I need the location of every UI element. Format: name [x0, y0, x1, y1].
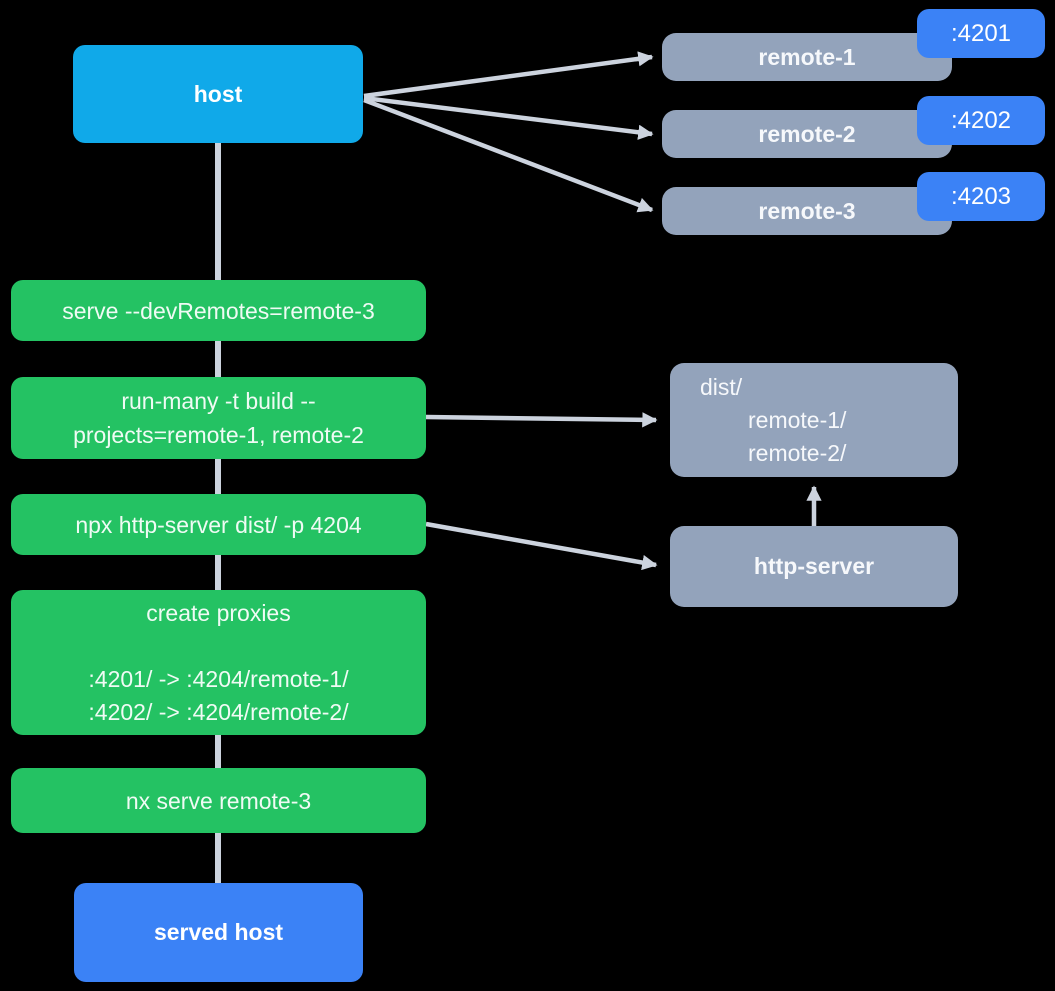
dist-root-label: dist/ [700, 373, 743, 400]
nx-serve-command-label: nx serve remote-3 [125, 787, 312, 814]
node-http-server: http-server [670, 526, 958, 607]
remote-2-row: remote-2 :4202 [662, 96, 1045, 158]
port-badge-4202: :4202 [917, 96, 1045, 145]
arrow-http-cmd-to-http-server [425, 521, 658, 571]
port-4202-label: :4202 [950, 106, 1012, 134]
step-run-many-build: run-many -t build -- projects=remote-1, … [11, 377, 426, 459]
port-badge-4203: :4203 [917, 172, 1045, 221]
node-dist-folder: dist/ remote-1/ remote-2/ [670, 363, 958, 477]
port-badge-4201: :4201 [917, 9, 1045, 58]
http-server-label: http-server [753, 553, 875, 579]
step-create-proxies: create proxies :4201/ -> :4204/remote-1/… [11, 590, 426, 735]
arrow-host-to-remote-2 [363, 95, 654, 140]
port-4201-label: :4201 [950, 19, 1012, 47]
remote-1-label: remote-1 [758, 43, 856, 70]
proxy-rule-1: :4201/ -> :4204/remote-1/ [88, 665, 349, 692]
proxy-rule-2: :4202/ -> :4204/remote-2/ [88, 698, 349, 725]
dist-remote-1-label: remote-1/ [748, 406, 847, 433]
dist-remote-2-label: remote-2/ [748, 439, 847, 466]
arrow-host-to-remote-3 [363, 97, 654, 213]
host-label: host [193, 80, 243, 107]
node-remote-2: remote-2 [662, 110, 952, 158]
step-serve-dev-remotes: serve --devRemotes=remote-3 [11, 280, 426, 341]
arrow-run-many-to-dist [425, 412, 658, 428]
remote-2-label: remote-2 [758, 120, 856, 147]
node-remote-3: remote-3 [662, 187, 952, 235]
step-npx-http-server: npx http-server dist/ -p 4204 [11, 494, 426, 555]
run-many-line-2: projects=remote-1, remote-2 [73, 422, 364, 448]
node-remote-1: remote-1 [662, 33, 952, 81]
port-4203-label: :4203 [950, 182, 1012, 210]
served-host-label: served host [153, 919, 284, 945]
remote-1-row: remote-1 :4201 [662, 9, 1045, 81]
create-proxies-title: create proxies [146, 599, 291, 626]
remote-3-label: remote-3 [758, 197, 856, 224]
node-served-host: served host [74, 883, 363, 982]
step-nx-serve-remote-3: nx serve remote-3 [11, 768, 426, 833]
serve-command-label: serve --devRemotes=remote-3 [62, 297, 375, 324]
arrow-host-to-remote-1 [363, 51, 654, 99]
http-server-command-label: npx http-server dist/ -p 4204 [75, 511, 362, 538]
node-host: host [73, 45, 363, 143]
remote-3-row: remote-3 :4203 [662, 172, 1045, 235]
run-many-line-1: run-many -t build -- [121, 388, 316, 414]
